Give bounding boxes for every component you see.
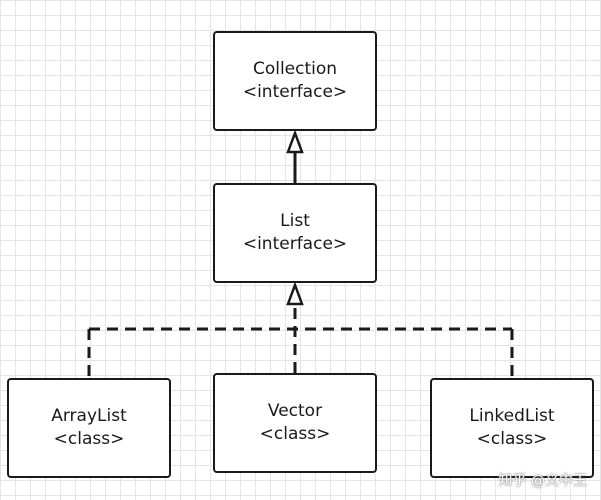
node-linkedlist-name: LinkedList [469,406,555,426]
node-collection: Collection <interface> [213,31,377,131]
node-linkedlist-stereotype: <class> [476,429,548,449]
node-list-stereotype: <interface> [242,234,348,254]
node-collection-stereotype: <interface> [242,82,348,102]
node-arraylist-stereotype: <class> [53,429,125,449]
node-arraylist: ArrayList <class> [7,378,171,478]
node-arraylist-name: ArrayList [51,406,127,426]
node-vector-stereotype: <class> [259,424,331,444]
node-list: List <interface> [213,183,377,283]
node-list-name: List [280,211,310,231]
arrowhead-collection [286,129,304,154]
node-linkedlist: LinkedList <class> [430,378,594,478]
watermark: 知乎 @义中王 [498,473,587,489]
node-collection-name: Collection [252,59,338,79]
arrowhead-list [286,281,304,306]
node-vector-name: Vector [267,401,323,421]
node-vector: Vector <class> [213,373,377,473]
